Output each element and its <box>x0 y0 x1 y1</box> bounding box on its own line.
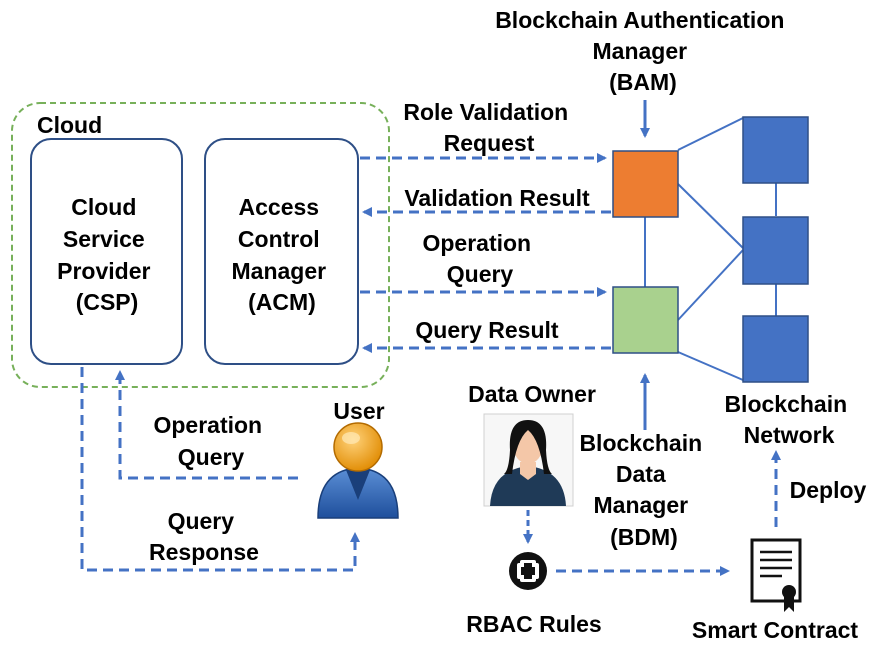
certificate-document-icon <box>750 538 802 612</box>
role-validation-label: Role Validation Request <box>403 99 574 156</box>
query-response-label: Query Response <box>149 508 259 565</box>
user-avatar-icon <box>317 422 399 519</box>
acm-label: Access Control Manager (ACM) <box>232 194 333 315</box>
bdm-node <box>612 286 679 354</box>
network-node-3 <box>742 315 809 383</box>
deploy-label: Deploy <box>790 477 867 503</box>
network-node-2 <box>742 216 809 285</box>
user-operation-query-label: Operation Query <box>153 412 268 470</box>
data-owner-label: Data Owner <box>468 381 596 407</box>
cloud-label: Cloud <box>37 112 102 138</box>
user-operation-query-arrow <box>115 370 298 480</box>
operation-query-label: Operation Query <box>422 230 537 287</box>
blockchain-network-label: Blockchain Network <box>724 391 853 448</box>
user-label: User <box>333 398 384 424</box>
bam-label: Blockchain Authentication Manager (BAM) <box>495 7 791 95</box>
plus-circle-icon <box>509 552 547 590</box>
smart-contract-label: Smart Contract <box>692 617 858 643</box>
bam-node <box>612 150 679 218</box>
network-node-1 <box>742 116 809 184</box>
query-response-arrow <box>80 367 360 572</box>
acm-box <box>204 138 359 365</box>
csp-label: Cloud Service Provider (CSP) <box>57 194 157 315</box>
bdm-label: Blockchain Data Manager (BDM) <box>579 430 708 550</box>
validation-result-label: Validation Result <box>404 185 590 211</box>
rbac-rules-label: RBAC Rules <box>466 611 601 637</box>
csp-box <box>30 138 183 365</box>
query-result-label: Query Result <box>415 317 558 343</box>
data-owner-portrait-icon <box>483 413 574 507</box>
cloud-container <box>11 102 390 388</box>
